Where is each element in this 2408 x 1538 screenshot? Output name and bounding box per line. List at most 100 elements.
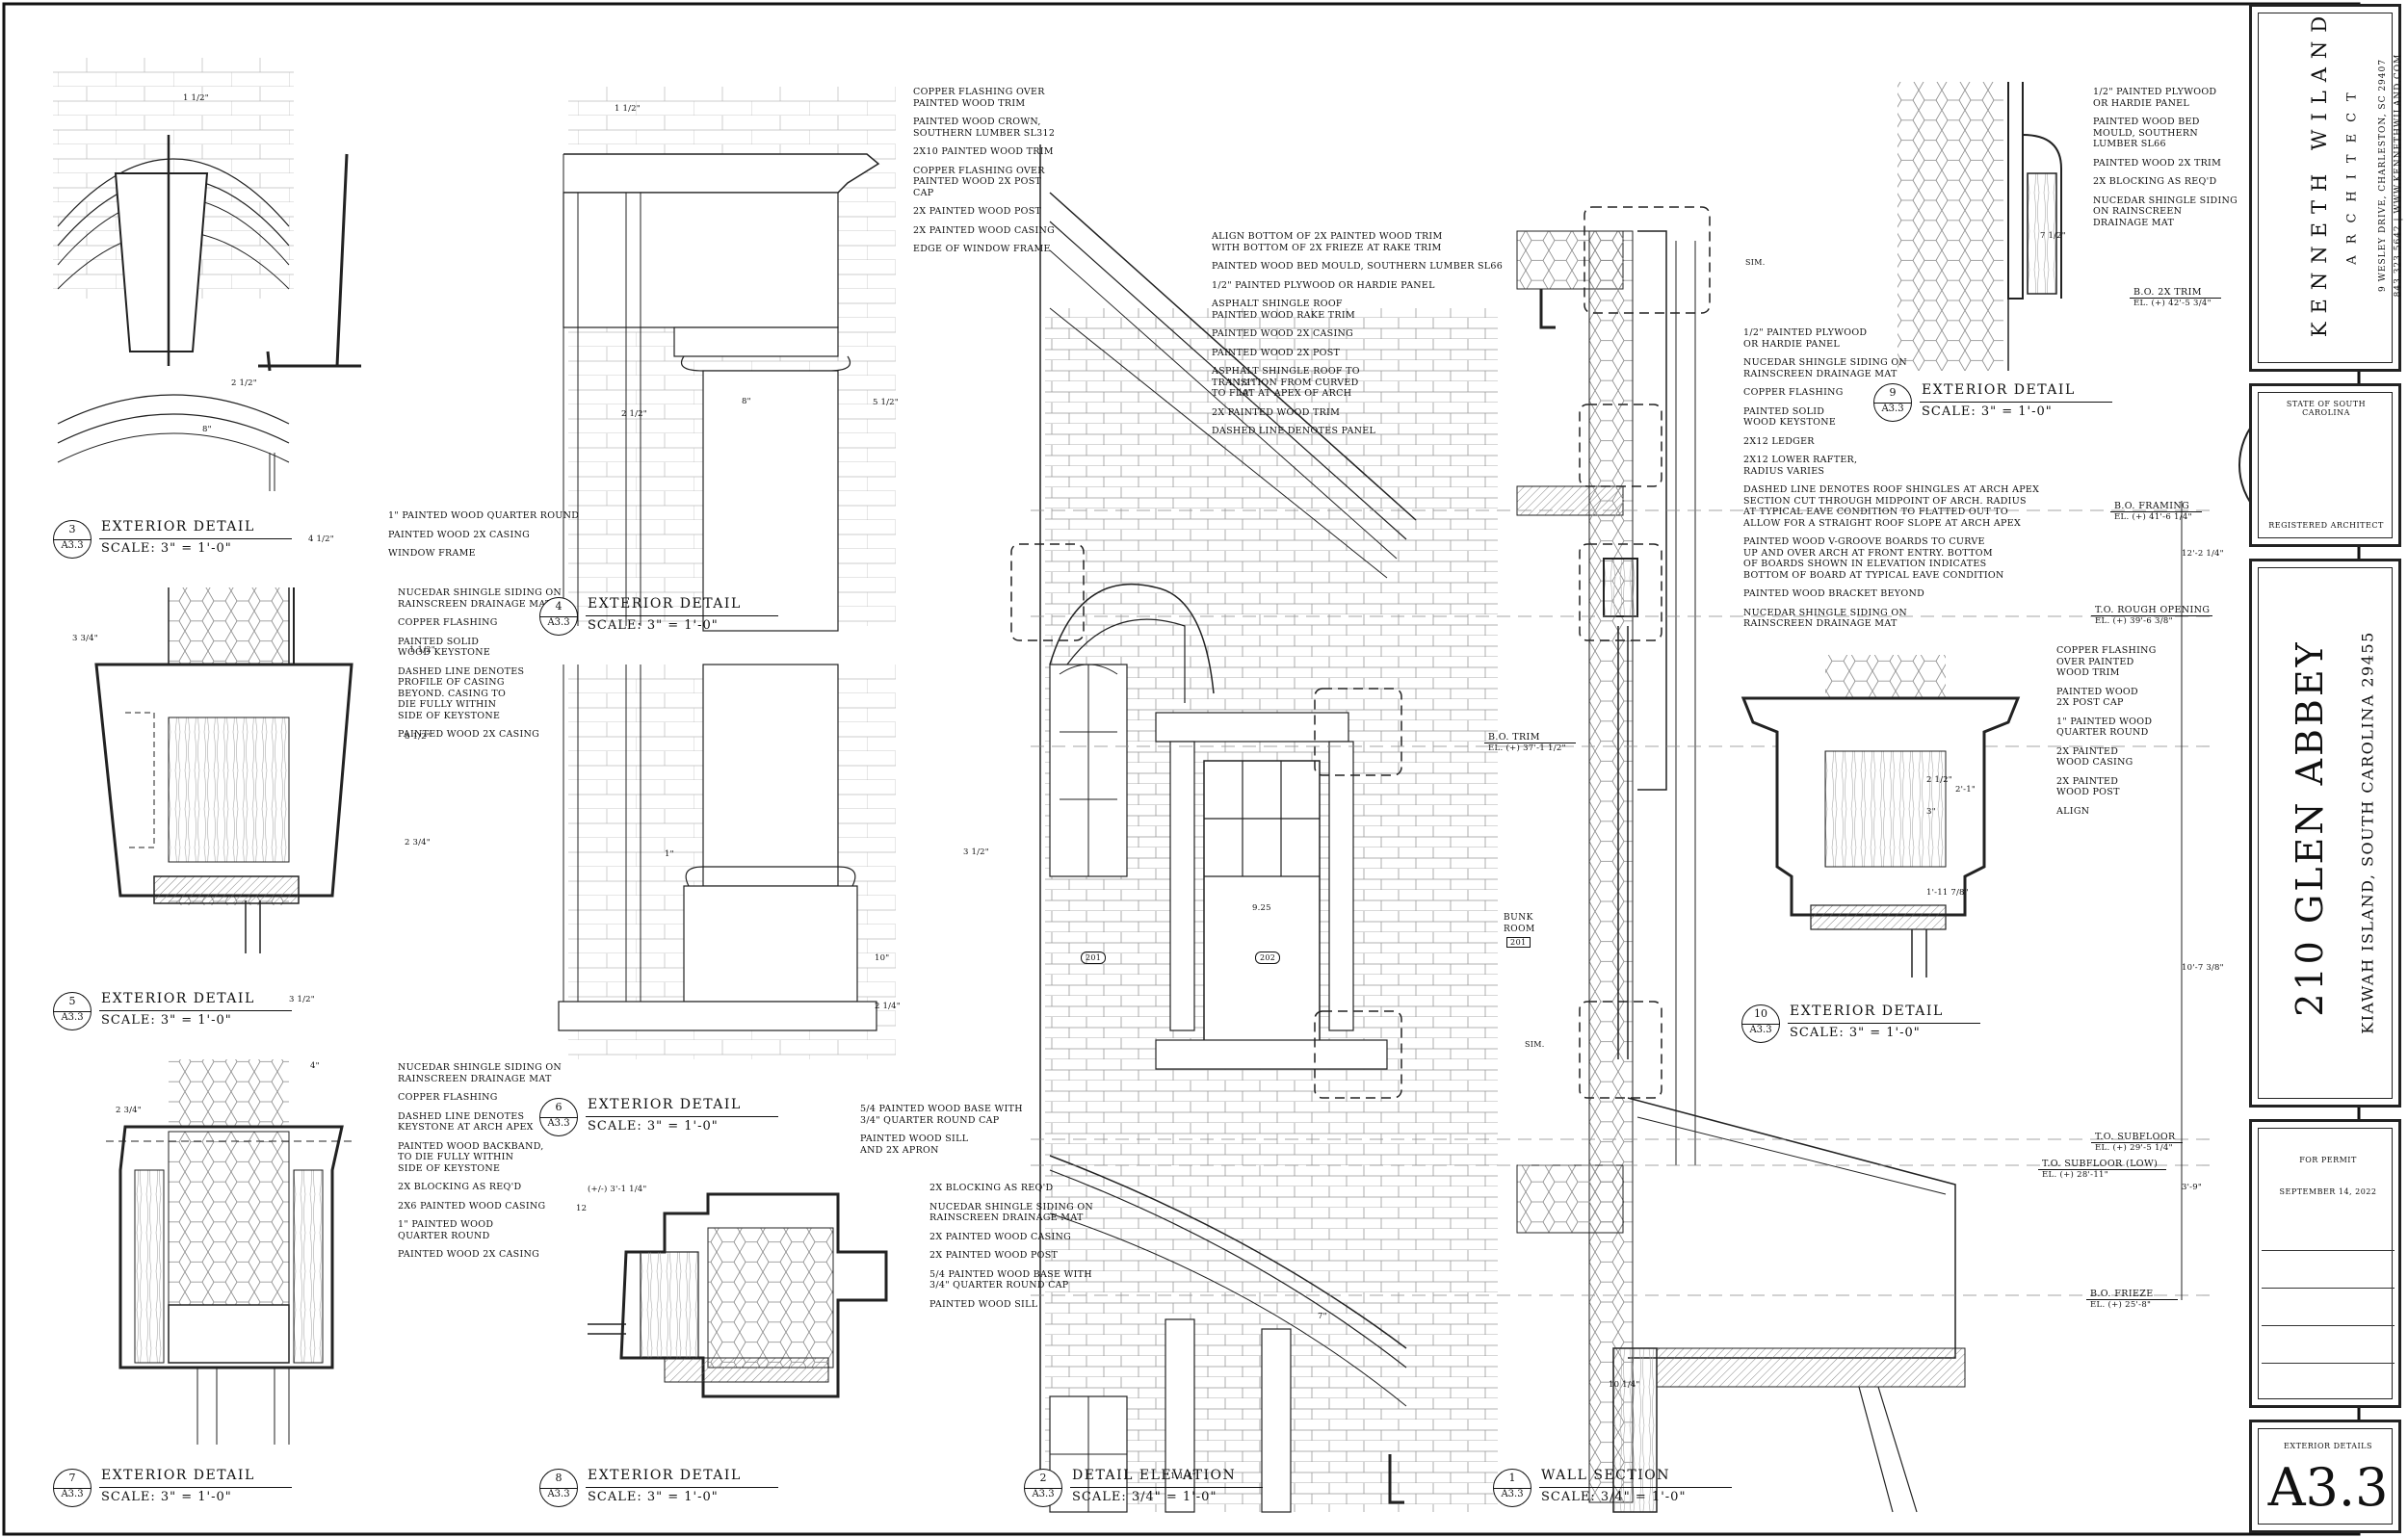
detail-title-underline: [99, 1487, 292, 1488]
note-d7: KEYSTONE AT ARCH APEX: [398, 1122, 534, 1133]
elevation-label: T.O. ROUGH OPENING: [2095, 605, 2211, 615]
detail-sheet-ref: A3.3: [1874, 403, 1911, 414]
note-d4: CAP: [913, 187, 934, 198]
dimension-text: 3 3/4": [72, 634, 98, 643]
note-d2: PAINTED WOOD RAKE TRIM: [1212, 309, 1355, 321]
detail-title: EXTERIOR DETAIL: [101, 991, 255, 1006]
detail-sheet-ref: A3.3: [54, 1011, 91, 1023]
note-d4: PAINTED WOOD CROWN,: [913, 117, 1041, 127]
note-d1: ALLOW FOR A STRAIGHT ROOF SLOPE AT ARCH …: [1743, 517, 2022, 529]
note-d8: 3/4" QUARTER ROUND CAP: [929, 1280, 1069, 1290]
room-name2: ROOM: [1504, 925, 1535, 934]
detail-sheet-ref: A3.3: [1494, 1488, 1531, 1499]
note-d10: QUARTER ROUND: [2056, 727, 2149, 738]
detail-title: EXTERIOR DETAIL: [588, 1097, 742, 1112]
note-d10: OVER PAINTED: [2056, 656, 2134, 667]
note-d2: PAINTED WOOD BED MOULD, SOUTHERN LUMBER …: [1212, 261, 1504, 272]
note-d10: 1" PAINTED WOOD: [2056, 716, 2153, 727]
note-d10: ALIGN: [2056, 805, 2090, 817]
detail-title-underline: [1539, 1487, 1732, 1488]
note-d1: SECTION CUT THROUGH MIDPOINT OF ARCH. RA…: [1743, 495, 2027, 507]
note-d5: RAINSCREEN DRAINAGE MAT: [398, 598, 552, 610]
elevation-value: EL. (+) 39'-6 3/8": [2095, 616, 2173, 626]
note-d5: PAINTED SOLID: [398, 636, 480, 647]
note-d8: PAINTED WOOD SILL: [929, 1298, 1038, 1310]
note-d4: COPPER FLASHING OVER: [913, 165, 1045, 176]
title-block-issue: FOR PERMIT SEPTEMBER 14, 2022: [2249, 1119, 2401, 1408]
dimension-text: 8 1/2": [405, 732, 431, 742]
note-d7: QUARTER ROUND: [398, 1230, 490, 1241]
note-d10: 2X PAINTED: [2056, 745, 2119, 757]
note-d9: DRAINAGE MAT: [2093, 217, 2175, 228]
detail-title: EXTERIOR DETAIL: [1922, 382, 2076, 398]
detail-title: DETAIL ELEVATION: [1072, 1468, 1237, 1483]
detail-2-drawing: [1010, 144, 1498, 1513]
detail-title: EXTERIOR DETAIL: [101, 1468, 255, 1483]
detail-scale: SCALE: 3/4" = 1'-0": [1072, 1490, 1217, 1504]
detail-number: 7: [68, 1472, 76, 1484]
detail-sheet-ref: A3.3: [54, 539, 91, 551]
note-d1: OR HARDIE PANEL: [1743, 338, 1841, 350]
detail-number: 3: [68, 523, 76, 535]
dimension-text: 2 1/2": [1926, 775, 1952, 785]
firm-contact: 843.323.5642 | WWW.KENNETHWILAND.COM: [2394, 53, 2403, 298]
dimension-text: 8": [202, 425, 212, 434]
detail-sheet-ref: A3.3: [1025, 1488, 1061, 1499]
elevation-line: [2038, 1169, 2166, 1170]
seal-outer-text: STATE OF SOUTH CAROLINA: [2286, 400, 2367, 417]
detail-scale: SCALE: 3/4" = 1'-0": [1541, 1490, 1687, 1504]
note-d4: 2X PAINTED WOOD POST: [913, 206, 1042, 217]
detail-sheet-ref: A3.3: [540, 1488, 577, 1499]
dimension-text: 2'-1": [1955, 785, 1976, 795]
elevation-line: [2086, 1299, 2178, 1300]
note-d2: ASPHALT SHINGLE ROOF: [1212, 299, 1343, 309]
note-d6: 5/4 PAINTED WOOD BASE WITH: [860, 1104, 1023, 1114]
window-tag-201: 201: [1081, 951, 1107, 964]
note-d10: WOOD TRIM: [2056, 667, 2120, 678]
sim-label: SIM.: [1525, 1040, 1545, 1049]
detail-title-underline: [586, 1116, 778, 1117]
note-d6: PAINTED WOOD SILL: [860, 1134, 969, 1144]
dimension-text: 4": [310, 1061, 320, 1071]
note-d5: PROFILE OF CASING: [398, 677, 505, 688]
note-d10: WOOD CASING: [2056, 757, 2133, 768]
window-tag-202: 202: [1255, 951, 1281, 964]
note-d8: NUCEDAR SHINGLE SIDING ON: [929, 1201, 1094, 1212]
detail-number: 8: [555, 1472, 563, 1484]
note-d9: 2X BLOCKING AS REQ'D: [2093, 176, 2217, 187]
elevation-value: EL. (+) 29'-5 1/4": [2095, 1143, 2173, 1153]
dimension-text: 3": [1926, 807, 1936, 817]
elevation-line: [2091, 1142, 2183, 1143]
note-d10: 2X PAINTED: [2056, 775, 2119, 787]
note-d1: AT TYPICAL EAVE CONDITION TO FLATTED OUT…: [1743, 507, 2008, 517]
note-d9: LUMBER SL66: [2093, 139, 2166, 149]
note-d7: RAINSCREEN DRAINAGE MAT: [398, 1073, 552, 1084]
note-d7: TO DIE FULLY WITHIN: [398, 1152, 514, 1162]
title-block-seal: STATE OF SOUTH CAROLINA REGISTERED ARCHI…: [2249, 383, 2401, 547]
note-d2: PAINTED WOOD 2X POST: [1212, 347, 1341, 358]
room-name: BUNK: [1504, 913, 1533, 923]
detail-scale: SCALE: 3" = 1'-0": [1790, 1026, 1921, 1040]
sheet-number: A3.3: [2267, 1457, 2389, 1518]
note-d7: NUCEDAR SHINGLE SIDING ON: [398, 1062, 563, 1073]
elevation-label: B.O. 2X TRIM: [2133, 287, 2202, 298]
note-d5: BEYOND. CASING TO: [398, 688, 507, 699]
note-d8: RAINSCREEN DRAINAGE MAT: [929, 1212, 1084, 1223]
dimension-text: 1 1/2": [409, 645, 435, 655]
note-d1: OF BOARDS SHOWN IN ELEVATION INDICATES: [1743, 559, 1987, 569]
issue-status: FOR PERMIT: [2299, 1156, 2357, 1164]
seal-inner-text: REGISTERED ARCHITECT: [2268, 521, 2384, 530]
note-d1: RAINSCREEN DRAINAGE MAT: [1743, 368, 1898, 379]
project-name: 210 GLEN ABBEY: [2289, 639, 2331, 1017]
note-d9: PAINTED WOOD 2X TRIM: [2093, 157, 2222, 169]
note-d2: 2X PAINTED WOOD TRIM: [1212, 406, 1341, 418]
title-block-firm: KENNETH WILAND ARCHITECT 9 WESLEY DRIVE,…: [2249, 4, 2403, 372]
dimension-text: 2 1/2": [231, 378, 257, 388]
detail-5-drawing: [94, 587, 353, 953]
dimension-text: 10": [1238, 388, 1253, 398]
